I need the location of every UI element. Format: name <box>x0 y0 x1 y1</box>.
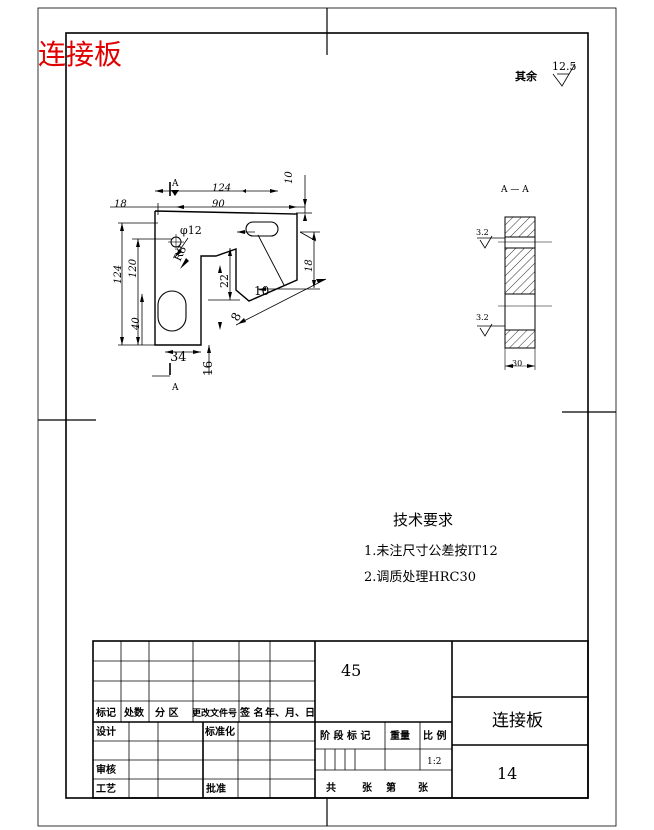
label-total: 共 <box>326 781 336 794</box>
outer-border <box>37 7 617 827</box>
label-date: 年、月、日 <box>265 706 315 719</box>
tech-item-2: 2.调质处理HRC30 <box>364 570 476 585</box>
material: 45 <box>341 661 361 680</box>
label-count: 处数 <box>123 706 145 719</box>
dim-34: 34 <box>170 350 187 365</box>
label-process: 工艺 <box>96 782 116 795</box>
dim-124-left: 124 <box>113 265 124 284</box>
section-roughness-2: 3.2 <box>476 313 489 322</box>
label-standardize: 标准化 <box>204 725 235 738</box>
inner-frame <box>65 32 589 799</box>
lower-slot <box>157 290 187 332</box>
dimension-arrows <box>120 189 326 354</box>
main-view <box>110 175 327 377</box>
dim-10-top: 10 <box>284 171 295 184</box>
scale-value: 1:2 <box>427 757 441 767</box>
dim-18-slant: 18 <box>304 259 315 272</box>
label-weight: 重量 <box>390 729 410 742</box>
centering-marks <box>38 8 616 826</box>
roughness-symbol-icon <box>552 63 576 87</box>
label-ratio: 比 例 <box>423 729 446 742</box>
section-mark-top: A <box>171 179 179 189</box>
tech-requirements: 技术要求 1.未注尺寸公差按IT12 2.调质处理HRC30 <box>364 511 498 585</box>
section-title: A — A <box>500 185 529 195</box>
dim-18: 18 <box>114 199 127 210</box>
label-approve: 批准 <box>206 782 226 795</box>
part-name: 连接板 <box>492 711 543 731</box>
label-review: 审核 <box>96 763 116 776</box>
dim-r8: R8 <box>171 244 189 263</box>
roughness-symbol-icon <box>479 323 493 337</box>
drawing-number: 14 <box>497 764 517 783</box>
section-hatch-bottom <box>504 329 536 349</box>
tech-heading: 技术要求 <box>393 511 453 529</box>
section-hatch-top <box>504 216 536 238</box>
label-no: 第 <box>386 781 396 794</box>
part-outline <box>154 210 298 346</box>
title-block-text: 45 连接板 14 1:2 标记 处数 分 区 更改文件号 签 名 年、月、日 … <box>95 661 543 795</box>
label-sign: 签 名 <box>239 706 263 719</box>
dim-dia-12: φ12 <box>180 224 202 237</box>
roughness-note: 其余 12.5 <box>515 60 577 87</box>
dim-124-top: 124 <box>212 183 231 194</box>
roughness-value: 12.5 <box>552 60 577 73</box>
roughness-prefix: 其余 <box>515 69 538 83</box>
section-mark-bottom: A <box>171 383 179 393</box>
roughness-symbol-icon <box>479 235 493 249</box>
drawing-title-red: 连接板 <box>38 38 122 71</box>
dim-22: 22 <box>218 274 231 288</box>
dim-90: 90 <box>212 199 225 210</box>
label-zone: 分 区 <box>155 706 178 719</box>
tech-item-1: 1.未注尺寸公差按IT12 <box>364 544 498 559</box>
section-view: A — A 3.2 3.2 30 <box>476 185 552 370</box>
dim-16: 16 <box>201 361 215 376</box>
dim-30: 30 <box>512 359 522 368</box>
section-roughness-1: 3.2 <box>476 228 489 237</box>
label-stage-mark: 阶 段 标 记 <box>320 729 370 742</box>
label-change-doc: 更改文件号 <box>192 707 237 719</box>
label-mark: 标记 <box>95 706 116 719</box>
title-block <box>92 640 589 799</box>
upper-slot <box>245 221 279 237</box>
dim-40: 40 <box>131 317 142 331</box>
label-sheets: 张 <box>362 781 373 794</box>
label-design: 设计 <box>96 725 116 738</box>
label-sheet: 张 <box>418 781 429 794</box>
dimension-labels: A 124 90 18 10 φ12 R8 124 120 40 22 10 1… <box>113 171 315 393</box>
dim-10-mid: 10 <box>254 284 269 298</box>
section-hatch-mid <box>504 247 536 295</box>
dim-120: 120 <box>128 258 139 278</box>
